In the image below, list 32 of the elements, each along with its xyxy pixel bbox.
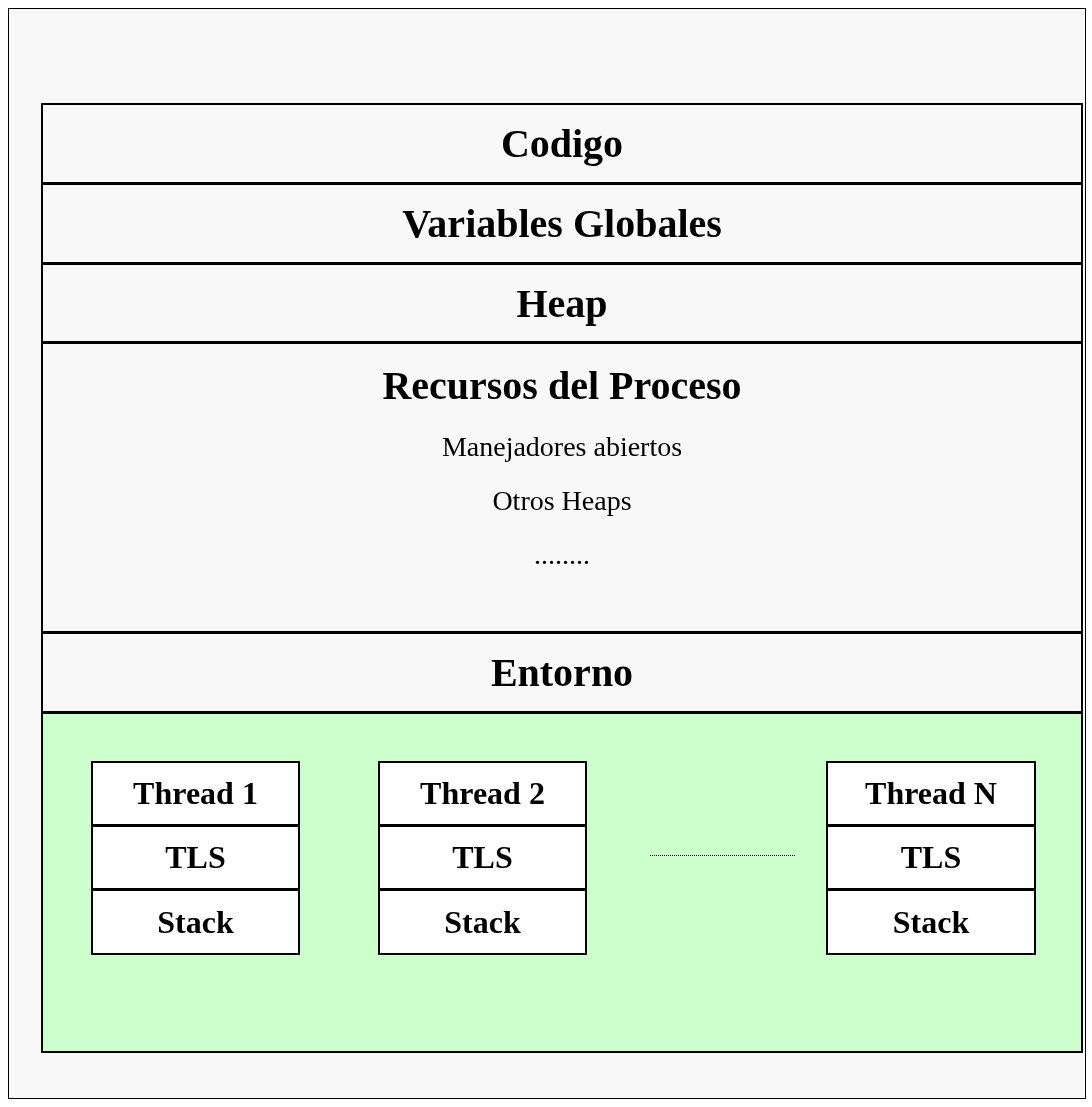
thread-area xyxy=(41,712,1083,1053)
cell-label: Thread N xyxy=(865,775,997,812)
thread-cell xyxy=(91,825,300,890)
thread-cell xyxy=(826,761,1036,826)
thread-cell xyxy=(378,825,587,890)
list-item: ........ xyxy=(534,539,590,571)
thread-cell xyxy=(826,889,1036,955)
band-title: Recursos del Proceso xyxy=(382,362,742,409)
cell-label: TLS xyxy=(452,839,513,876)
cell-label: TLS xyxy=(165,839,226,876)
cell-label: Stack xyxy=(444,903,521,941)
memory-band xyxy=(41,103,1083,184)
memory-band xyxy=(41,342,1083,633)
thread-cell xyxy=(378,761,587,826)
band-title: Variables Globales xyxy=(402,200,722,247)
list-item: Otros Heaps xyxy=(492,485,632,517)
cell-label: Thread 1 xyxy=(133,775,258,812)
band-title: Heap xyxy=(516,279,608,327)
cell-label: Stack xyxy=(892,903,970,941)
thread-cell xyxy=(826,825,1036,890)
memory-band xyxy=(41,263,1083,343)
list-item: Manejadores abiertos xyxy=(441,431,683,463)
band-title: Entorno xyxy=(490,649,634,696)
thread-cell xyxy=(378,889,587,955)
cell-label: Thread 2 xyxy=(420,775,545,812)
cell-label: Stack xyxy=(157,903,234,941)
cell-label: TLS xyxy=(900,839,962,876)
memory-band xyxy=(41,632,1083,713)
memory-band xyxy=(41,183,1083,264)
thread-cell xyxy=(91,889,300,955)
thread-cell xyxy=(91,761,300,826)
band-title: Codigo xyxy=(500,120,624,167)
